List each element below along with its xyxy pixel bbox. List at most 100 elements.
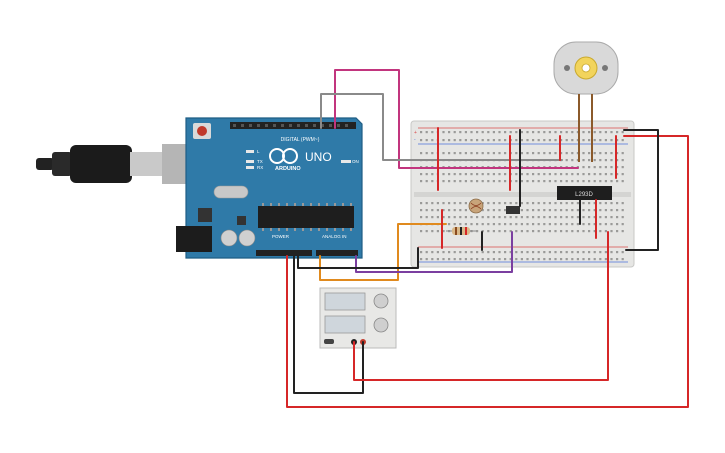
breadboard-hole[interactable] xyxy=(492,202,495,205)
breadboard-hole[interactable] xyxy=(498,251,501,254)
breadboard-hole[interactable] xyxy=(537,251,540,254)
breadboard-hole[interactable] xyxy=(476,223,479,226)
breadboard-hole[interactable] xyxy=(621,159,624,162)
breadboard-hole[interactable] xyxy=(565,251,568,254)
breadboard-hole[interactable] xyxy=(616,202,619,205)
breadboard-hole[interactable] xyxy=(588,139,591,142)
dc-power-supply[interactable] xyxy=(319,287,397,349)
breadboard-hole[interactable] xyxy=(610,152,613,155)
breadboard-hole[interactable] xyxy=(621,230,624,233)
breadboard-hole[interactable] xyxy=(604,152,607,155)
breadboard-hole[interactable] xyxy=(464,202,467,205)
breadboard-hole[interactable] xyxy=(431,216,434,219)
breadboard-hole[interactable] xyxy=(554,173,557,176)
breadboard-hole[interactable] xyxy=(520,180,523,183)
breadboard-hole[interactable] xyxy=(420,230,423,233)
breadboard-hole[interactable] xyxy=(593,139,596,142)
breadboard-hole[interactable] xyxy=(616,173,619,176)
breadboard-hole[interactable] xyxy=(610,131,613,134)
breadboard-hole[interactable] xyxy=(526,223,529,226)
breadboard-hole[interactable] xyxy=(526,230,529,233)
breadboard-hole[interactable] xyxy=(537,152,540,155)
breadboard-hole[interactable] xyxy=(588,173,591,176)
breadboard-hole[interactable] xyxy=(543,139,546,142)
breadboard-hole[interactable] xyxy=(610,258,613,261)
breadboard-hole[interactable] xyxy=(593,202,596,205)
breadboard-hole[interactable] xyxy=(610,209,613,212)
breadboard-hole[interactable] xyxy=(442,139,445,142)
breadboard-hole[interactable] xyxy=(571,209,574,212)
breadboard-hole[interactable] xyxy=(453,180,456,183)
breadboard-hole[interactable] xyxy=(459,173,462,176)
breadboard-hole[interactable] xyxy=(515,216,518,219)
breadboard-hole[interactable] xyxy=(498,180,501,183)
breadboard-hole[interactable] xyxy=(520,216,523,219)
breadboard-hole[interactable] xyxy=(582,230,585,233)
breadboard-hole[interactable] xyxy=(448,251,451,254)
breadboard-hole[interactable] xyxy=(576,180,579,183)
breadboard-hole[interactable] xyxy=(448,209,451,212)
breadboard-hole[interactable] xyxy=(621,131,624,134)
breadboard-hole[interactable] xyxy=(610,173,613,176)
breadboard-hole[interactable] xyxy=(431,139,434,142)
breadboard-hole[interactable] xyxy=(498,173,501,176)
breadboard-hole[interactable] xyxy=(476,258,479,261)
breadboard-hole[interactable] xyxy=(599,180,602,183)
breadboard-hole[interactable] xyxy=(554,152,557,155)
breadboard-hole[interactable] xyxy=(498,258,501,261)
breadboard-hole[interactable] xyxy=(593,180,596,183)
breadboard-hole[interactable] xyxy=(548,230,551,233)
breadboard-hole[interactable] xyxy=(492,258,495,261)
breadboard-hole[interactable] xyxy=(621,202,624,205)
breadboard-hole[interactable] xyxy=(543,258,546,261)
breadboard-hole[interactable] xyxy=(420,139,423,142)
wire-gray[interactable] xyxy=(320,93,563,161)
breadboard-hole[interactable] xyxy=(537,209,540,212)
breadboard-hole[interactable] xyxy=(543,202,546,205)
breadboard-hole[interactable] xyxy=(593,131,596,134)
breadboard-hole[interactable] xyxy=(532,223,535,226)
breadboard-hole[interactable] xyxy=(487,180,490,183)
breadboard-hole[interactable] xyxy=(621,251,624,254)
breadboard-hole[interactable] xyxy=(464,251,467,254)
breadboard-hole[interactable] xyxy=(593,173,596,176)
breadboard-hole[interactable] xyxy=(459,131,462,134)
breadboard-hole[interactable] xyxy=(588,131,591,134)
breadboard-hole[interactable] xyxy=(464,152,467,155)
breadboard-hole[interactable] xyxy=(616,166,619,169)
breadboard-hole[interactable] xyxy=(492,131,495,134)
breadboard-hole[interactable] xyxy=(520,230,523,233)
breadboard-hole[interactable] xyxy=(520,258,523,261)
breadboard-hole[interactable] xyxy=(520,251,523,254)
breadboard-hole[interactable] xyxy=(431,131,434,134)
breadboard-hole[interactable] xyxy=(420,202,423,205)
breadboard-hole[interactable] xyxy=(604,209,607,212)
breadboard-hole[interactable] xyxy=(560,209,563,212)
breadboard-hole[interactable] xyxy=(604,251,607,254)
breadboard-hole[interactable] xyxy=(543,152,546,155)
breadboard-hole[interactable] xyxy=(571,258,574,261)
breadboard-hole[interactable] xyxy=(621,139,624,142)
breadboard-hole[interactable] xyxy=(515,139,518,142)
breadboard-hole[interactable] xyxy=(442,251,445,254)
breadboard-hole[interactable] xyxy=(476,131,479,134)
breadboard-hole[interactable] xyxy=(464,216,467,219)
breadboard-hole[interactable] xyxy=(571,152,574,155)
breadboard-hole[interactable] xyxy=(576,223,579,226)
breadboard-hole[interactable] xyxy=(548,152,551,155)
breadboard-hole[interactable] xyxy=(548,173,551,176)
breadboard-hole[interactable] xyxy=(532,152,535,155)
breadboard-hole[interactable] xyxy=(599,223,602,226)
breadboard-hole[interactable] xyxy=(459,209,462,212)
breadboard-hole[interactable] xyxy=(498,202,501,205)
breadboard-hole[interactable] xyxy=(532,209,535,212)
wire-red-supply[interactable] xyxy=(353,231,609,381)
breadboard-hole[interactable] xyxy=(459,223,462,226)
breadboard-hole[interactable] xyxy=(504,173,507,176)
breadboard-hole[interactable] xyxy=(604,216,607,219)
breadboard-hole[interactable] xyxy=(498,139,501,142)
breadboard-hole[interactable] xyxy=(616,152,619,155)
breadboard-hole[interactable] xyxy=(520,173,523,176)
breadboard-hole[interactable] xyxy=(565,216,568,219)
breadboard-hole[interactable] xyxy=(487,216,490,219)
